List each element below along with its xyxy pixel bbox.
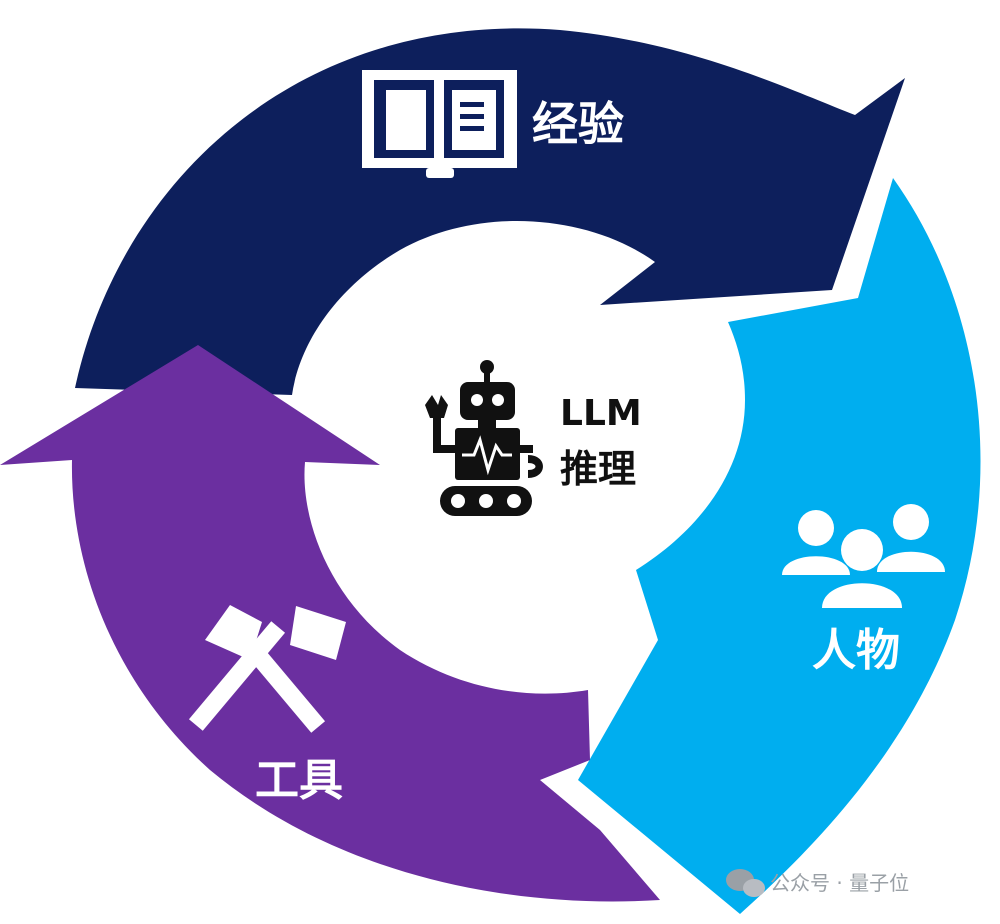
wechat-icon (726, 869, 765, 897)
segment-people-label: 人物 (812, 625, 900, 676)
hammer-tools-icon (188, 605, 346, 733)
segment-tools-label: 工具 (255, 755, 343, 806)
robot-icon (425, 360, 543, 516)
watermark: 公众号 · 量子位 (726, 869, 909, 897)
arrow-people (578, 178, 981, 914)
arrow-experience (75, 28, 905, 395)
center-label-line1: LLM (560, 393, 642, 434)
segment-tools: 工具 (0, 345, 660, 902)
segment-experience-label: 经验 (532, 97, 624, 151)
segment-experience: 经验 (75, 28, 905, 395)
segment-people: 人物 (578, 178, 981, 914)
book-icon (362, 70, 517, 178)
center-label-line2: 推理 (560, 447, 636, 491)
people-group-icon (782, 504, 945, 608)
watermark-text: 公众号 · 量子位 (770, 871, 909, 895)
center-group: LLM 推理 (425, 360, 642, 516)
